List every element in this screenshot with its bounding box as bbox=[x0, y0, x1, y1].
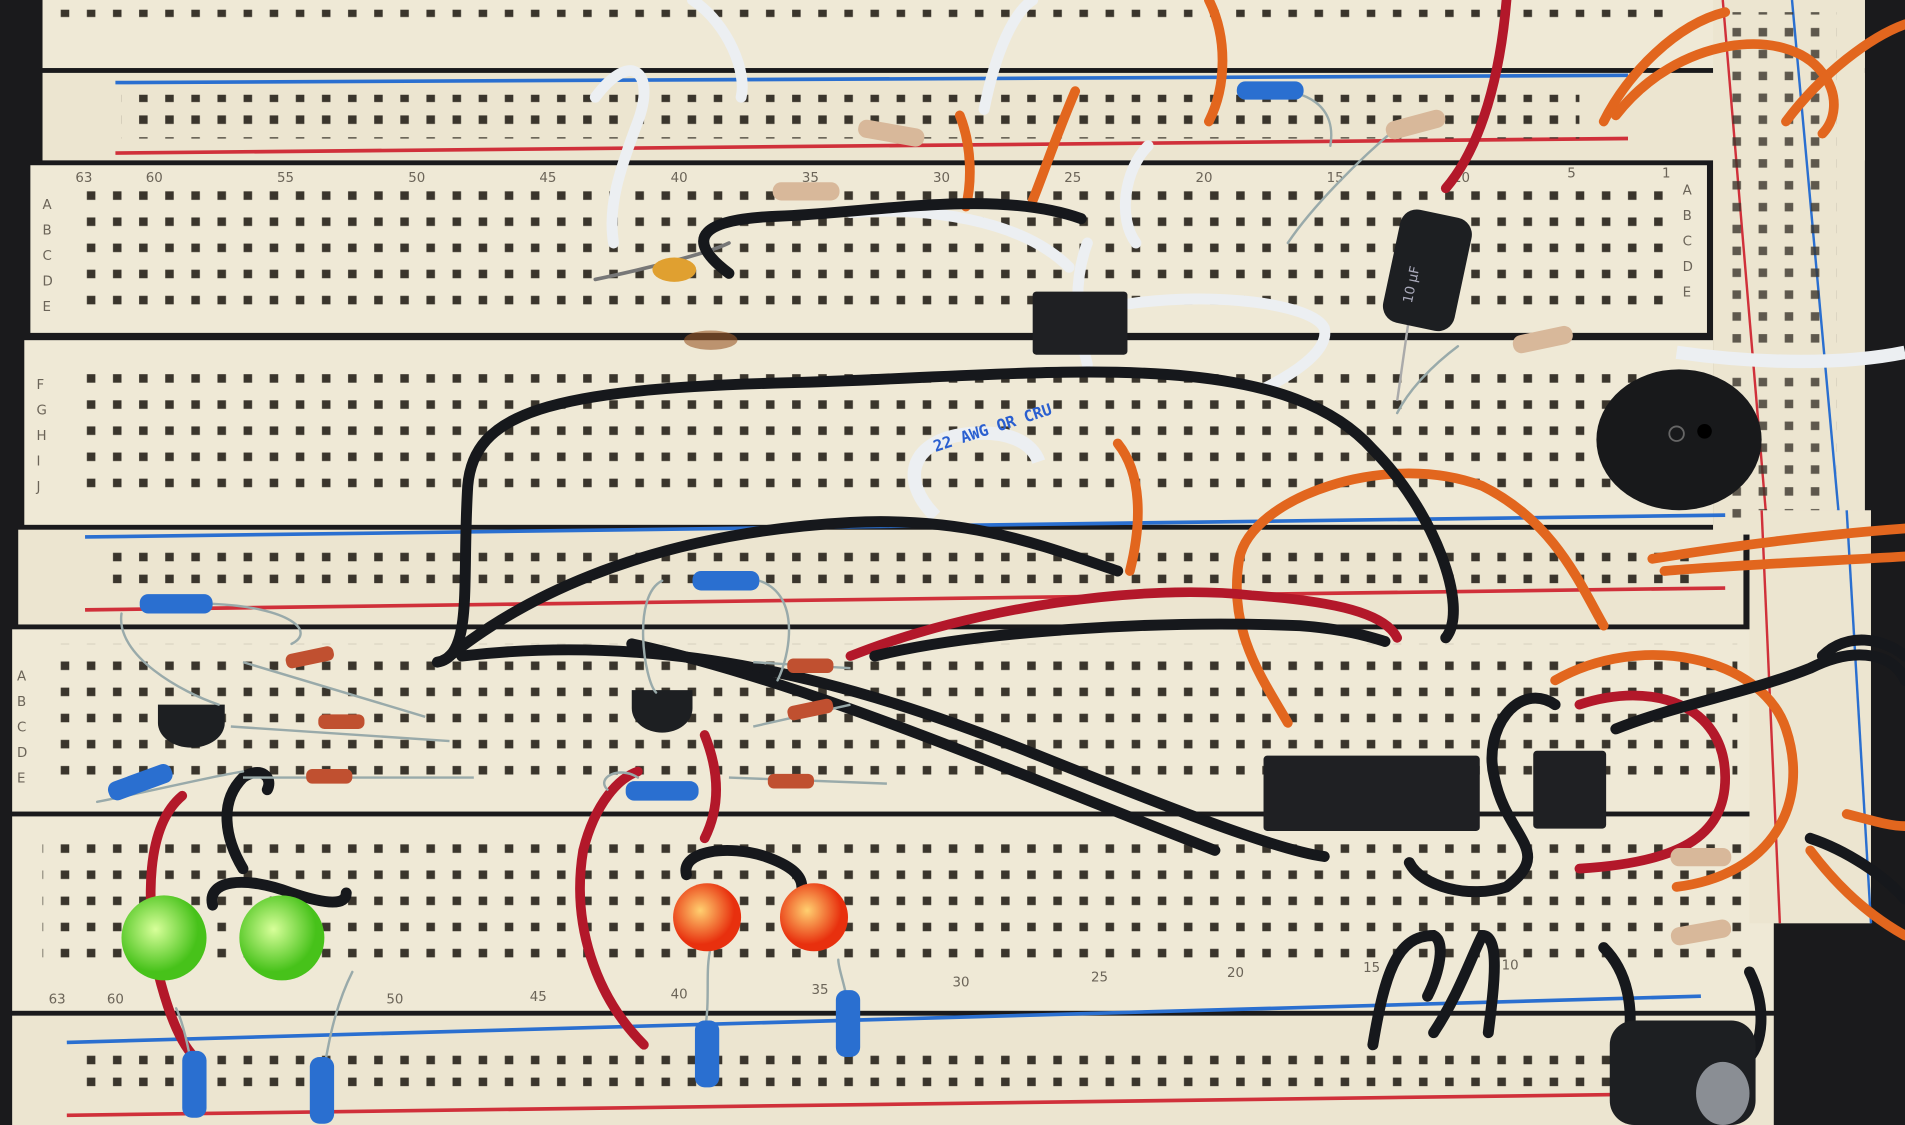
resistor bbox=[309, 1056, 335, 1124]
row-label: D bbox=[43, 275, 53, 290]
row-label: A bbox=[17, 669, 27, 684]
row-label: A bbox=[1683, 183, 1693, 198]
resistor bbox=[107, 764, 173, 801]
row-label: B bbox=[43, 223, 52, 238]
ic-14pin bbox=[1263, 755, 1480, 831]
row-label: H bbox=[36, 429, 46, 444]
resistor bbox=[1512, 325, 1573, 354]
upper-breadboard bbox=[24, 0, 1865, 535]
row-label: F bbox=[36, 378, 44, 393]
col-label: 60 bbox=[107, 993, 124, 1008]
resistor bbox=[835, 990, 861, 1057]
row-label: A bbox=[43, 198, 53, 213]
ceramic-capacitor bbox=[652, 257, 697, 282]
row-label: J bbox=[35, 480, 40, 495]
diodes bbox=[230, 646, 887, 789]
col-label: 30 bbox=[953, 976, 970, 991]
lower-breadboard bbox=[12, 510, 1873, 1125]
col-label: 63 bbox=[75, 171, 92, 186]
row-label: C bbox=[43, 249, 52, 264]
transistor-mid bbox=[631, 690, 693, 733]
resistor bbox=[694, 1020, 720, 1088]
col-label: 50 bbox=[386, 993, 403, 1008]
hookup-wire-labeled bbox=[907, 426, 1046, 522]
row-label: E bbox=[1683, 285, 1691, 300]
led-red bbox=[779, 883, 849, 952]
col-label: 25 bbox=[1064, 171, 1081, 186]
row-label: C bbox=[17, 720, 26, 735]
led-red bbox=[673, 883, 742, 952]
col-label: 40 bbox=[671, 988, 688, 1003]
col-label: 35 bbox=[812, 983, 829, 998]
white-wire-right bbox=[1675, 345, 1905, 369]
col-label: 20 bbox=[1195, 171, 1212, 186]
col-label: 55 bbox=[277, 171, 294, 186]
resistor bbox=[772, 182, 840, 201]
ic-8pin-top bbox=[1032, 291, 1128, 355]
col-label: 60 bbox=[146, 171, 163, 186]
resistor bbox=[692, 571, 760, 591]
resistor bbox=[1385, 109, 1446, 140]
resistor bbox=[139, 594, 213, 614]
col-label: 50 bbox=[408, 171, 425, 186]
row-label: B bbox=[1683, 209, 1692, 224]
capacitor-top: 10 µF bbox=[1382, 209, 1472, 402]
row-label: B bbox=[17, 695, 26, 710]
col-label: 15 bbox=[1363, 961, 1380, 976]
resistor bbox=[858, 119, 925, 147]
row-label: D bbox=[1683, 260, 1693, 275]
ic-8pin-bottom bbox=[1533, 750, 1607, 829]
led-green bbox=[121, 895, 207, 981]
buzzer bbox=[1596, 369, 1762, 511]
col-label: 30 bbox=[933, 171, 950, 186]
led-green bbox=[239, 895, 325, 981]
row-label: G bbox=[36, 403, 46, 418]
col-label: 10 bbox=[1502, 958, 1519, 973]
col-label: 63 bbox=[49, 993, 66, 1008]
row-label: C bbox=[1683, 234, 1692, 249]
resistors bbox=[95, 81, 1732, 1124]
resistor bbox=[182, 1050, 207, 1118]
col-label: 1 bbox=[1662, 166, 1671, 181]
row-label: D bbox=[17, 746, 27, 761]
col-label: 45 bbox=[530, 990, 547, 1005]
col-label: 5 bbox=[1567, 166, 1576, 181]
ic-chips bbox=[1032, 291, 1607, 831]
col-label: 25 bbox=[1091, 971, 1108, 986]
column-labels-upper: 63 60 55 50 45 40 35 30 25 20 15 10 5 1 bbox=[75, 166, 1670, 186]
resistor bbox=[625, 781, 699, 801]
capacitor-bottom bbox=[1609, 1020, 1756, 1125]
stain bbox=[684, 330, 738, 350]
col-label: 40 bbox=[671, 171, 688, 186]
column-labels-lower: 63 60 50 45 40 35 30 25 20 15 10 bbox=[49, 958, 1519, 1007]
row-label: E bbox=[17, 771, 25, 786]
resistor bbox=[1670, 848, 1732, 867]
row-letters: A B C D E F G H I J A B C D E A B C D E bbox=[17, 183, 1693, 786]
resistor bbox=[1670, 919, 1732, 946]
row-label: I bbox=[36, 454, 40, 469]
leds bbox=[121, 883, 849, 981]
resistor bbox=[1236, 81, 1304, 100]
col-label: 20 bbox=[1227, 966, 1244, 981]
transistor-left bbox=[157, 704, 225, 748]
row-label: E bbox=[43, 300, 51, 315]
col-label: 45 bbox=[539, 171, 556, 186]
